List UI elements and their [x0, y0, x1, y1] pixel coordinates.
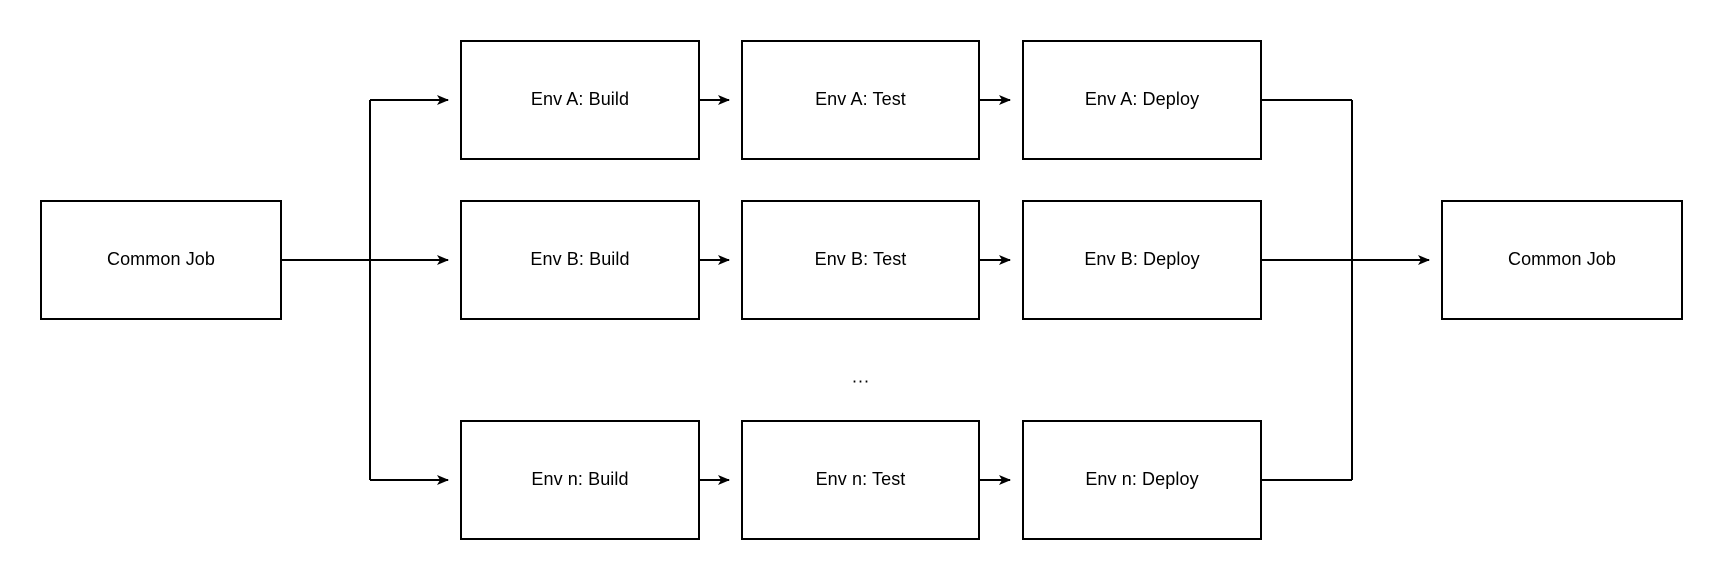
node-env-b-build-label: Env B: Build	[530, 249, 630, 270]
node-env-b-deploy-label: Env B: Deploy	[1084, 249, 1200, 270]
node-common-job-end-label: Common Job	[1507, 249, 1617, 270]
node-env-a-deploy-label: Env A: Deploy	[1084, 89, 1200, 110]
node-env-a-build[interactable]: Env A: Build	[460, 40, 700, 160]
node-common-job-start[interactable]: Common Job	[40, 200, 282, 320]
node-env-a-build-label: Env A: Build	[530, 89, 630, 110]
node-env-a-test[interactable]: Env A: Test	[741, 40, 980, 160]
node-env-b-deploy[interactable]: Env B: Deploy	[1022, 200, 1262, 320]
node-env-n-build-label: Env n: Build	[531, 469, 629, 490]
node-env-n-deploy-label: Env n: Deploy	[1085, 469, 1199, 490]
rows-continuation-ellipsis: ...	[851, 366, 871, 387]
node-env-a-test-label: Env A: Test	[815, 89, 906, 110]
node-env-b-test[interactable]: Env B: Test	[741, 200, 980, 320]
node-env-n-test-label: Env n: Test	[815, 469, 906, 490]
node-env-b-test-label: Env B: Test	[814, 249, 907, 270]
node-env-n-build[interactable]: Env n: Build	[460, 420, 700, 540]
node-env-n-deploy[interactable]: Env n: Deploy	[1022, 420, 1262, 540]
node-env-a-deploy[interactable]: Env A: Deploy	[1022, 40, 1262, 160]
node-common-job-start-label: Common Job	[106, 249, 216, 270]
node-env-n-test[interactable]: Env n: Test	[741, 420, 980, 540]
node-common-job-end[interactable]: Common Job	[1441, 200, 1683, 320]
node-env-b-build[interactable]: Env B: Build	[460, 200, 700, 320]
